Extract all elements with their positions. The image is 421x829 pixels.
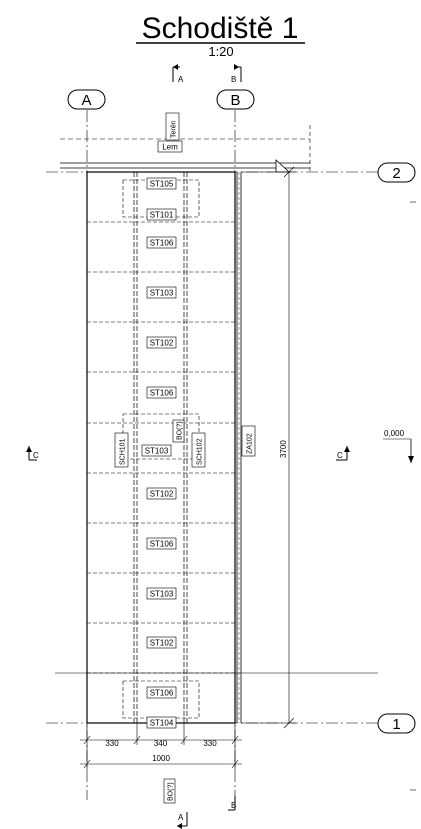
step-label-text: ST102	[150, 490, 174, 499]
dimension-length	[241, 166, 296, 729]
section-marker-c-left-label: C	[33, 451, 39, 460]
section-marker-c-right-label: C	[337, 451, 343, 460]
step-label-text: ST106	[150, 540, 174, 549]
terrain-arrow-mark	[275, 159, 291, 173]
section-marker-c-left: C	[26, 446, 39, 461]
section-marker-b-top-label: B	[231, 75, 236, 84]
label-sch-left-text: SCH101	[120, 438, 127, 465]
step-label: ST104	[146, 716, 177, 729]
label-sch-left: SCH101	[114, 432, 129, 468]
step-label-text: ST102	[150, 639, 174, 648]
grid-axis-1: 1	[377, 713, 416, 734]
step-label: ST102	[146, 636, 177, 649]
section-marker-b-bottom-label: B	[231, 801, 236, 810]
step-label-text: ST104	[150, 719, 174, 728]
grid-axis-a: A	[67, 89, 106, 110]
label-bo-bottom-text: BO(?)	[168, 782, 175, 801]
label-lem-text: Lem	[162, 143, 178, 152]
step-label: ST106	[146, 236, 177, 249]
label-za: ZA102	[241, 425, 256, 457]
step-label: ST101	[146, 208, 177, 221]
bottom-landing-box	[122, 680, 200, 719]
label-sch-right: SCH102	[191, 432, 206, 468]
dimension-segment-2: 340	[154, 739, 168, 748]
dimension-segments	[80, 723, 242, 770]
label-lem: Lem	[157, 140, 183, 153]
stringer-lines	[133, 172, 188, 723]
label-bo-bottom: BO(?)	[163, 778, 176, 804]
section-marker-c-right: C	[336, 446, 350, 461]
label-bo-mid: BO(?)	[172, 419, 185, 443]
section-marker-b-top: B	[231, 64, 242, 84]
side-rail	[236, 172, 242, 723]
level-marker-text: 0,000	[384, 429, 405, 438]
label-za-text: ZA102	[247, 433, 254, 454]
step-label: ST102	[146, 487, 177, 500]
level-marker: 0,000	[383, 429, 414, 463]
section-marker-a-bottom-label: A	[178, 813, 184, 822]
step-label: ST103	[146, 587, 177, 600]
step-label-text: ST103	[150, 590, 174, 599]
dimension-segment-3: 330	[203, 739, 217, 748]
grid-axis-a-label: A	[81, 92, 91, 109]
section-marker-a-top: A	[172, 64, 184, 84]
step-label: ST102	[146, 336, 177, 349]
step-label: ST106	[146, 537, 177, 550]
label-teren-text: Terén	[171, 120, 178, 138]
label-bo-mid-text: BO(?)	[177, 421, 184, 440]
step-labels: ST105 ST101 ST106 ST103 ST102 ST106 ST10…	[141, 177, 177, 729]
section-marker-a-top-label: A	[178, 75, 184, 84]
dimension-length-text: 3700	[279, 440, 288, 458]
section-marker-b-bottom: B	[228, 796, 236, 811]
dimension-segment-1: 330	[105, 739, 119, 748]
label-teren: Terén	[165, 112, 180, 141]
label-sch-right-text: SCH102	[197, 438, 204, 465]
section-marker-a-bottom: A	[177, 812, 188, 829]
step-label-text: ST101	[150, 211, 174, 220]
grid-axis-1-label: 1	[392, 716, 400, 733]
step-label: ST103	[146, 286, 177, 299]
drawing-scale: 1:20	[208, 44, 233, 59]
dimension-total: 1000	[152, 754, 170, 763]
step-label-text: ST103	[145, 447, 169, 456]
step-label: ST106	[146, 386, 177, 399]
step-label: ST103	[141, 444, 172, 457]
step-label-text: ST106	[150, 389, 174, 398]
step-label-text: ST106	[150, 689, 174, 698]
grid-axis-b: B	[216, 89, 255, 110]
grid-axis-2-label: 2	[392, 165, 400, 182]
grid-axis-b-label: B	[230, 92, 240, 109]
step-label-text: ST103	[150, 289, 174, 298]
grid-axis-2: 2	[377, 162, 416, 183]
step-label-text: ST102	[150, 339, 174, 348]
step-label: ST106	[146, 686, 177, 699]
drawing-title: Schodiště 1	[142, 12, 299, 45]
step-label-text: ST106	[150, 239, 174, 248]
step-label-text: ST105	[150, 180, 174, 189]
step-label: ST105	[146, 177, 177, 190]
